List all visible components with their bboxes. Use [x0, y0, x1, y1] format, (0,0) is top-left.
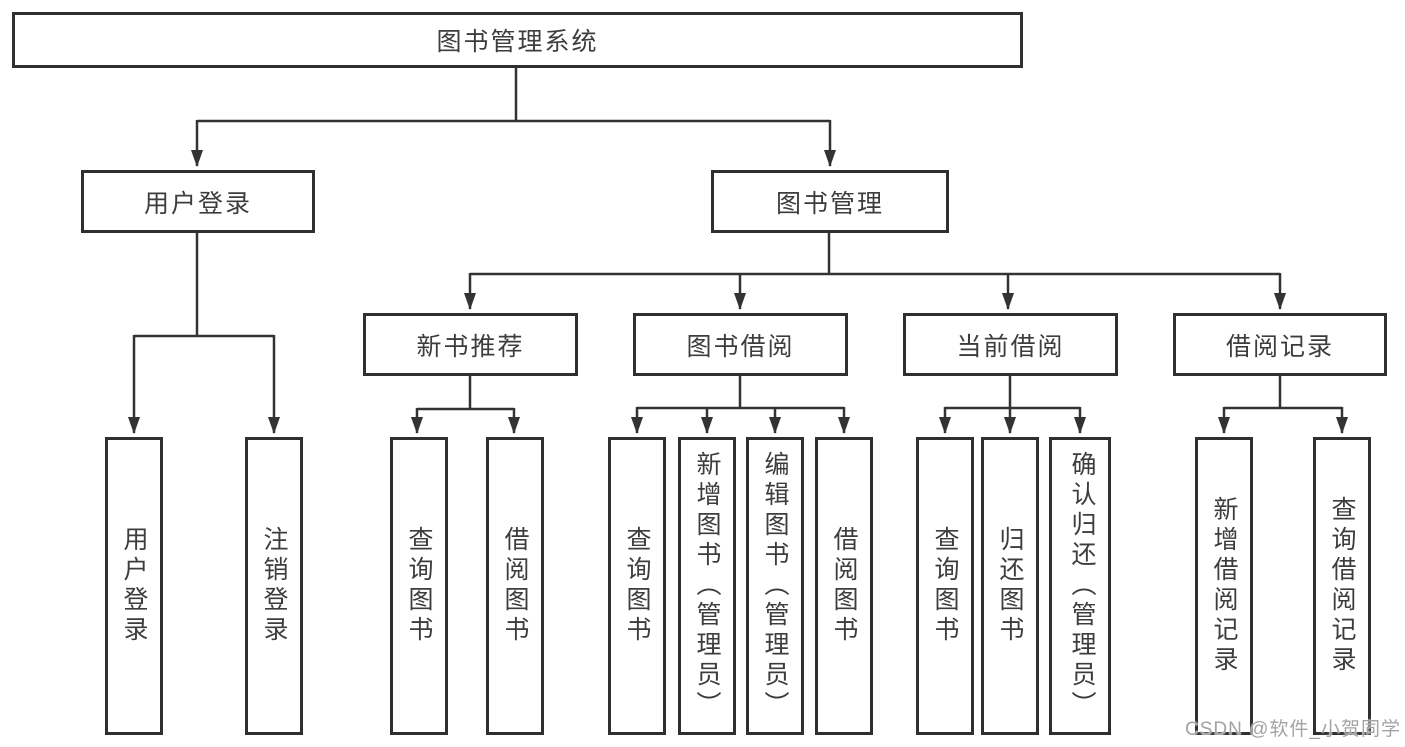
leaf-add-books-admin: 新增图书（管理员） — [678, 437, 736, 735]
leaf-user-login: 用户登录 — [105, 437, 163, 735]
node-book-management: 图书管理 — [711, 170, 949, 233]
node-current-borrowing: 当前借阅 — [903, 313, 1118, 376]
node-new-book-recommend: 新书推荐 — [363, 313, 578, 376]
leaf-borrow-books: 借阅图书 — [815, 437, 873, 735]
leaf-query-books-recommend: 查询图书 — [390, 437, 448, 735]
node-library-management-system: 图书管理系统 — [12, 12, 1023, 68]
leaf-logout: 注销登录 — [245, 437, 303, 735]
node-borrowing-records: 借阅记录 — [1173, 313, 1387, 376]
leaf-borrow-books-recommend: 借阅图书 — [486, 437, 544, 735]
leaf-query-books-borrowing: 查询图书 — [608, 437, 666, 735]
node-user-login: 用户登录 — [81, 170, 315, 233]
leaf-confirm-return-admin: 确认归还（管理员） — [1049, 437, 1111, 735]
node-book-borrowing: 图书借阅 — [633, 313, 848, 376]
leaf-query-books-current: 查询图书 — [916, 437, 974, 735]
leaf-add-borrow-record: 新增借阅记录 — [1195, 437, 1253, 735]
leaf-query-borrow-record: 查询借阅记录 — [1313, 437, 1371, 735]
csdn-watermark: CSDN @软件_小贺同学 — [1185, 719, 1401, 740]
leaf-return-books: 归还图书 — [981, 437, 1039, 735]
leaf-edit-books-admin: 编辑图书（管理员） — [746, 437, 804, 735]
